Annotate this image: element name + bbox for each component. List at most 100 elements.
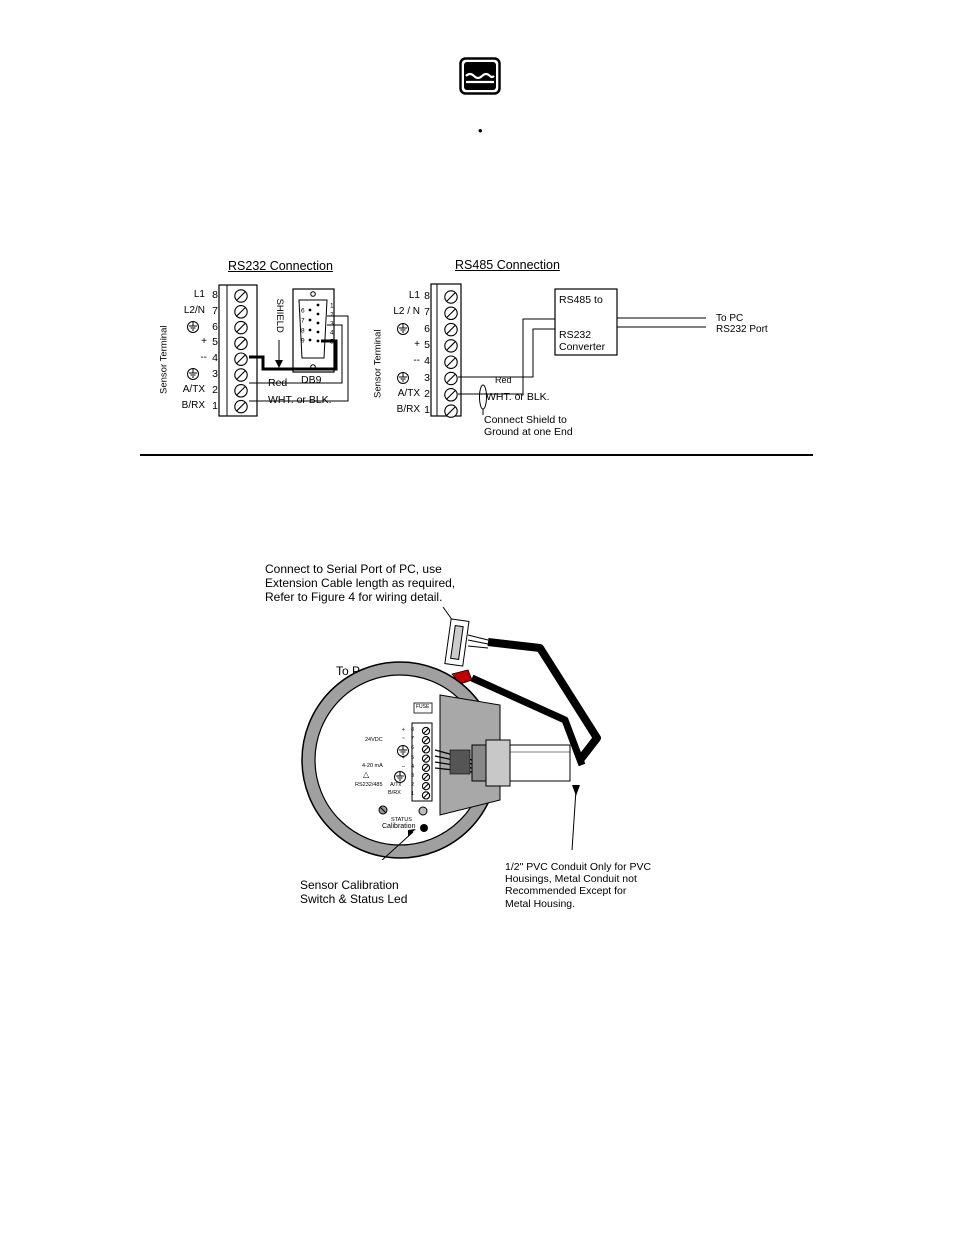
rs232-side-label: Sensor Terminal (158, 325, 170, 394)
ground-icon (187, 368, 199, 380)
figure-terminal-number: 6 (410, 745, 414, 752)
figure-terminal-screw-3 (421, 772, 431, 782)
figure-terminal-number: 7 (410, 736, 414, 743)
rs485-terminal-name: -- (413, 355, 420, 367)
sensor-calibration-label-1: Sensor Calibration (300, 878, 399, 892)
rs485-wht-label: WHT. or BLK. (486, 391, 550, 403)
ground-icon (394, 771, 406, 783)
rs232-terminal-name: -- (200, 352, 207, 364)
ground-icon (397, 371, 409, 384)
rs232-db9-label: DB9 (301, 374, 322, 386)
conduit-note-3: Recommended Except for (505, 885, 627, 897)
rs485-terminal-number: 2 (424, 387, 430, 400)
rs232-terminal-number: 4 (212, 352, 218, 365)
figure-terminal-screw-1 (421, 791, 431, 800)
rs232-terminal-number: 6 (212, 320, 218, 333)
rs485-red-label: Red (495, 375, 512, 385)
bullet: • (478, 123, 483, 138)
db9-pin-dot (316, 312, 320, 316)
shield-note-1: Connect Shield to (484, 414, 567, 426)
rs232-terminal-screw-6 (234, 320, 248, 335)
conduit-note-1: 1/2" PVC Conduit Only for PVC (505, 861, 652, 873)
rs485-terminal-screw-7 (444, 306, 458, 321)
db9-pin-label: 9 (301, 338, 305, 345)
rs232-terminal-number: 8 (212, 289, 218, 301)
rs232-terminal-name: L2/N (183, 304, 205, 316)
conduit-note-4: Metal Housing. (505, 898, 576, 910)
figure-terminal-number: 4 (410, 763, 414, 770)
db9-pin-label: 4 (330, 330, 334, 337)
ground-icon (397, 322, 409, 335)
ground-icon (397, 745, 409, 757)
db9-pin-label: 2 (330, 312, 334, 319)
rs485-terminal-screw-3 (444, 371, 458, 386)
rs232-terminal-number: 3 (212, 368, 218, 380)
rs485-terminal-screw-4 (444, 355, 458, 369)
db9-pin-label: 6 (301, 308, 305, 315)
converter-bottom-label-1: RS232 (559, 329, 592, 341)
conduit-note-2: Housings, Metal Conduit not (505, 873, 637, 885)
rs485-side-label: Sensor Terminal (372, 329, 384, 398)
callout-line-1: Connect to Serial Port of PC, use (265, 562, 442, 576)
rs485-terminal-name: B/RX (396, 404, 420, 416)
rs232-terminal-screw-1 (234, 399, 248, 414)
db9-pin-dot (316, 330, 320, 334)
rs232-red-label: Red (268, 377, 288, 389)
db9-pin-label: 1 (330, 303, 334, 310)
db9-pin-dot (316, 321, 320, 325)
rs485-terminal-number: 1 (424, 404, 430, 417)
rs485-terminal-screw-2 (444, 388, 458, 402)
rs232-terminal-name: B/RX (181, 399, 205, 411)
rs485-terminal-screw-6 (444, 322, 458, 337)
rs485-terminal-number: 5 (424, 338, 430, 351)
figure-terminal-sign: + (401, 727, 405, 733)
figure-terminal-screw-4 (421, 763, 431, 772)
rs232-terminal-number: 1 (212, 399, 218, 412)
rs232-wht-label: WHT. or BLK. (268, 394, 332, 406)
rs232-terminal-screw-5 (234, 336, 248, 351)
figure-terminal-number: 3 (410, 773, 414, 779)
rs232-terminal-screw-4 (234, 352, 248, 366)
converter-bottom-label-2: Converter (559, 341, 606, 353)
rs485-terminal-number: 4 (424, 355, 430, 368)
calibration-label: Calibration (382, 823, 416, 830)
rs232-terminal-name: A/TX (182, 383, 205, 395)
rs485-title: RS485 Connection (455, 258, 560, 272)
rs232-shield-label: SHIELD (273, 298, 285, 333)
rs485-terminal-number: 8 (424, 290, 430, 302)
rs232-terminal-name: + (201, 336, 207, 348)
rs485-terminal-name: L1 (408, 290, 420, 301)
rs485-terminal-screw-5 (444, 339, 458, 353)
figure-terminal-number: 1 (410, 791, 414, 798)
figure-terminal-screw-2 (421, 782, 431, 791)
rs232-title: RS232 Connection (228, 259, 333, 273)
ground-icon (187, 320, 199, 333)
rs232-terminal-number: 2 (212, 383, 218, 396)
atx-label: A/Tx (390, 782, 402, 788)
figure-terminal-sign: – (401, 763, 405, 770)
figure-terminal-screw-7 (421, 736, 431, 745)
rs232-terminal-number: 5 (212, 336, 218, 349)
warning-icon: △ (363, 770, 370, 779)
db9-pin-dot (316, 339, 320, 343)
figure-terminal-number: 8 (410, 727, 414, 733)
db9-pin-dot (308, 328, 312, 332)
db9-pin-label: 7 (301, 318, 305, 325)
to-pc-label: To PC (716, 313, 744, 324)
callout-line-3: Refer to Figure 4 for wiring detail. (265, 590, 443, 604)
shield-note-2: Ground at one End (484, 426, 573, 438)
rs232-port-label: RS232 Port (716, 324, 768, 335)
sensor-calibration-label-2: Switch & Status Led (300, 892, 408, 906)
db9-pin-label: 8 (301, 328, 305, 335)
rs485-terminal-number: 6 (424, 322, 430, 335)
4-20ma-label: 4-20 mA (362, 763, 383, 769)
db9-pin-dot (308, 338, 312, 342)
divider (140, 454, 813, 456)
rs485-terminal-screw-1 (444, 404, 458, 418)
rs485-diagram (430, 283, 706, 418)
rs485-terminal-number: 3 (424, 371, 430, 384)
figure-terminal-screw-6 (421, 745, 431, 754)
figure-terminal-screw-5 (421, 754, 431, 763)
company-logo (459, 57, 501, 95)
